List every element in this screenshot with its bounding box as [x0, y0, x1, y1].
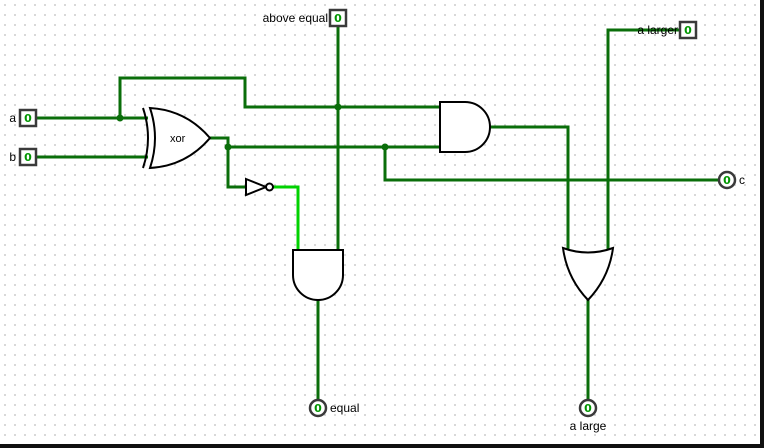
- wire[interactable]: [118, 76, 440, 118]
- pin-label-a: a: [9, 111, 16, 125]
- wire[interactable]: [273, 185, 300, 250]
- wire[interactable]: [226, 147, 246, 189]
- pin-c-value: 0: [723, 174, 731, 187]
- pin-label-above-equal: above equal: [263, 11, 328, 25]
- wire[interactable]: [490, 125, 570, 251]
- and-gate-bottom-body: [292, 249, 344, 301]
- xor-gate-back-arc: [142, 107, 149, 169]
- xor-gate-label: xor: [170, 133, 186, 145]
- not-gate-triangle: [245, 177, 269, 197]
- wire-junction: [381, 143, 389, 151]
- and-gate-top-body: [439, 101, 491, 153]
- input-pin-b[interactable]: 0: [18, 147, 38, 167]
- pin-above-equal-value: 0: [334, 12, 342, 25]
- pin-b-body: [18, 147, 38, 167]
- pin-label-c: c: [739, 173, 745, 187]
- pin-a-larger-value: 0: [684, 24, 692, 37]
- input-pin-a[interactable]: 0: [18, 108, 38, 128]
- wire-junction: [224, 143, 232, 151]
- pin-a-large-value: 0: [584, 402, 592, 415]
- wire[interactable]: [606, 28, 680, 251]
- pin-label-equal: equal: [330, 401, 359, 415]
- not-gate-bubble: [265, 182, 274, 192]
- pin-label-a-larger: a larger: [637, 23, 678, 37]
- pin-c-body: [717, 170, 737, 190]
- output-pin-c[interactable]: 0: [717, 170, 737, 190]
- and-gate-bottom[interactable]: [292, 249, 344, 301]
- pin-label-a-large: a large: [570, 419, 607, 433]
- not-gate[interactable]: [245, 177, 274, 197]
- pin-a-body: [18, 108, 38, 128]
- pin-b-value: 0: [24, 151, 32, 164]
- output-pin-equal[interactable]: 0: [308, 398, 328, 418]
- wires-layer: [36, 26, 719, 400]
- wire-junction: [334, 103, 342, 111]
- or-gate-body: [561, 246, 615, 302]
- pin-above-equal-body: [328, 8, 348, 28]
- input-pin-a-larger[interactable]: 0: [678, 20, 698, 40]
- wire[interactable]: [383, 147, 719, 182]
- wire[interactable]: [210, 136, 440, 149]
- pin-label-b: b: [9, 150, 16, 164]
- pin-equal-body: [308, 398, 328, 418]
- pin-a-value: 0: [24, 112, 32, 125]
- pin-a-large-body: [578, 398, 598, 418]
- output-pin-a-large[interactable]: 0: [578, 398, 598, 418]
- input-pin-above-equal[interactable]: 0: [328, 8, 348, 28]
- wire-junction: [116, 114, 124, 122]
- and-gate-top[interactable]: [439, 101, 491, 153]
- pin-equal-value: 0: [314, 402, 322, 415]
- xor-gate-body: [148, 106, 212, 170]
- xor-gate[interactable]: xor: [142, 106, 212, 170]
- or-gate[interactable]: [561, 246, 615, 302]
- pin-a-larger-body: [678, 20, 698, 40]
